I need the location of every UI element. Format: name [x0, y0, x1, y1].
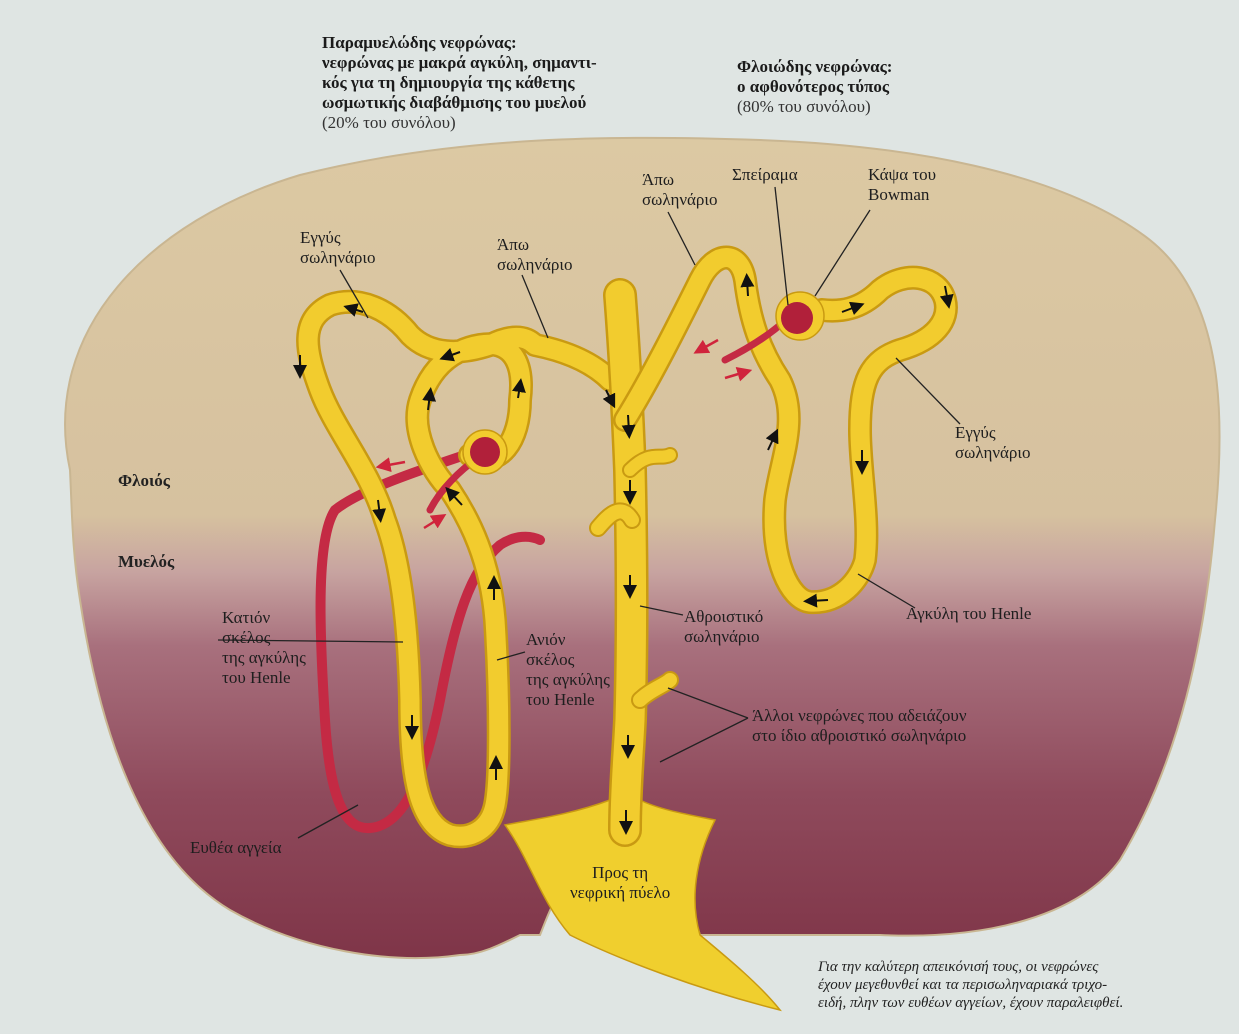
jm-line-2: νεφρώνας με μακρά αγκύλη, σημαντι-: [322, 53, 597, 73]
jm-line-3: κός για τη δημιουργία της κάθετης: [322, 73, 597, 93]
cortical-header: Φλοιώδης νεφρώνας: ο αφθονότερος τύπος (…: [737, 57, 892, 117]
juxtamedullary-header: Παραμυελώδης νεφρώνας: νεφρώνας με μακρά…: [322, 33, 597, 133]
cn-line-1: Φλοιώδης νεφρώνας:: [737, 57, 892, 77]
footnote: Για την καλύτερη απεικόνισή τους, οι νεφ…: [818, 958, 1123, 1012]
jm-line-1: Παραμυελώδης νεφρώνας:: [322, 33, 597, 53]
vasa-recta-label: Ευθέα αγγεία: [190, 838, 282, 858]
footnote-line-1: Για την καλύτερη απεικόνισή τους, οι νεφ…: [818, 958, 1123, 976]
jm-line-4: ωσμωτικής διαβάθμισης του μυελού: [322, 93, 597, 113]
jm-share: (20% του συνόλου): [322, 113, 597, 133]
medulla-label: Μυελός: [118, 552, 174, 572]
right-glomerulus: [781, 302, 813, 334]
cn-share: (80% του συνόλου): [737, 97, 892, 117]
loop-of-henle-label: Αγκύλη του Henle: [906, 604, 1031, 624]
cn-line-2: ο αφθονότερος τύπος: [737, 77, 892, 97]
cortex-label: Φλοιός: [118, 471, 170, 491]
footnote-line-3: ειδή, πλην των ευθέων αγγείων, έχουν παρ…: [818, 994, 1123, 1012]
glomerulus-label: Σπείραμα: [732, 165, 798, 185]
left-glomerulus: [470, 437, 500, 467]
footnote-line-2: έχουν μεγεθυνθεί και τα περισωληναριακά …: [818, 976, 1123, 994]
